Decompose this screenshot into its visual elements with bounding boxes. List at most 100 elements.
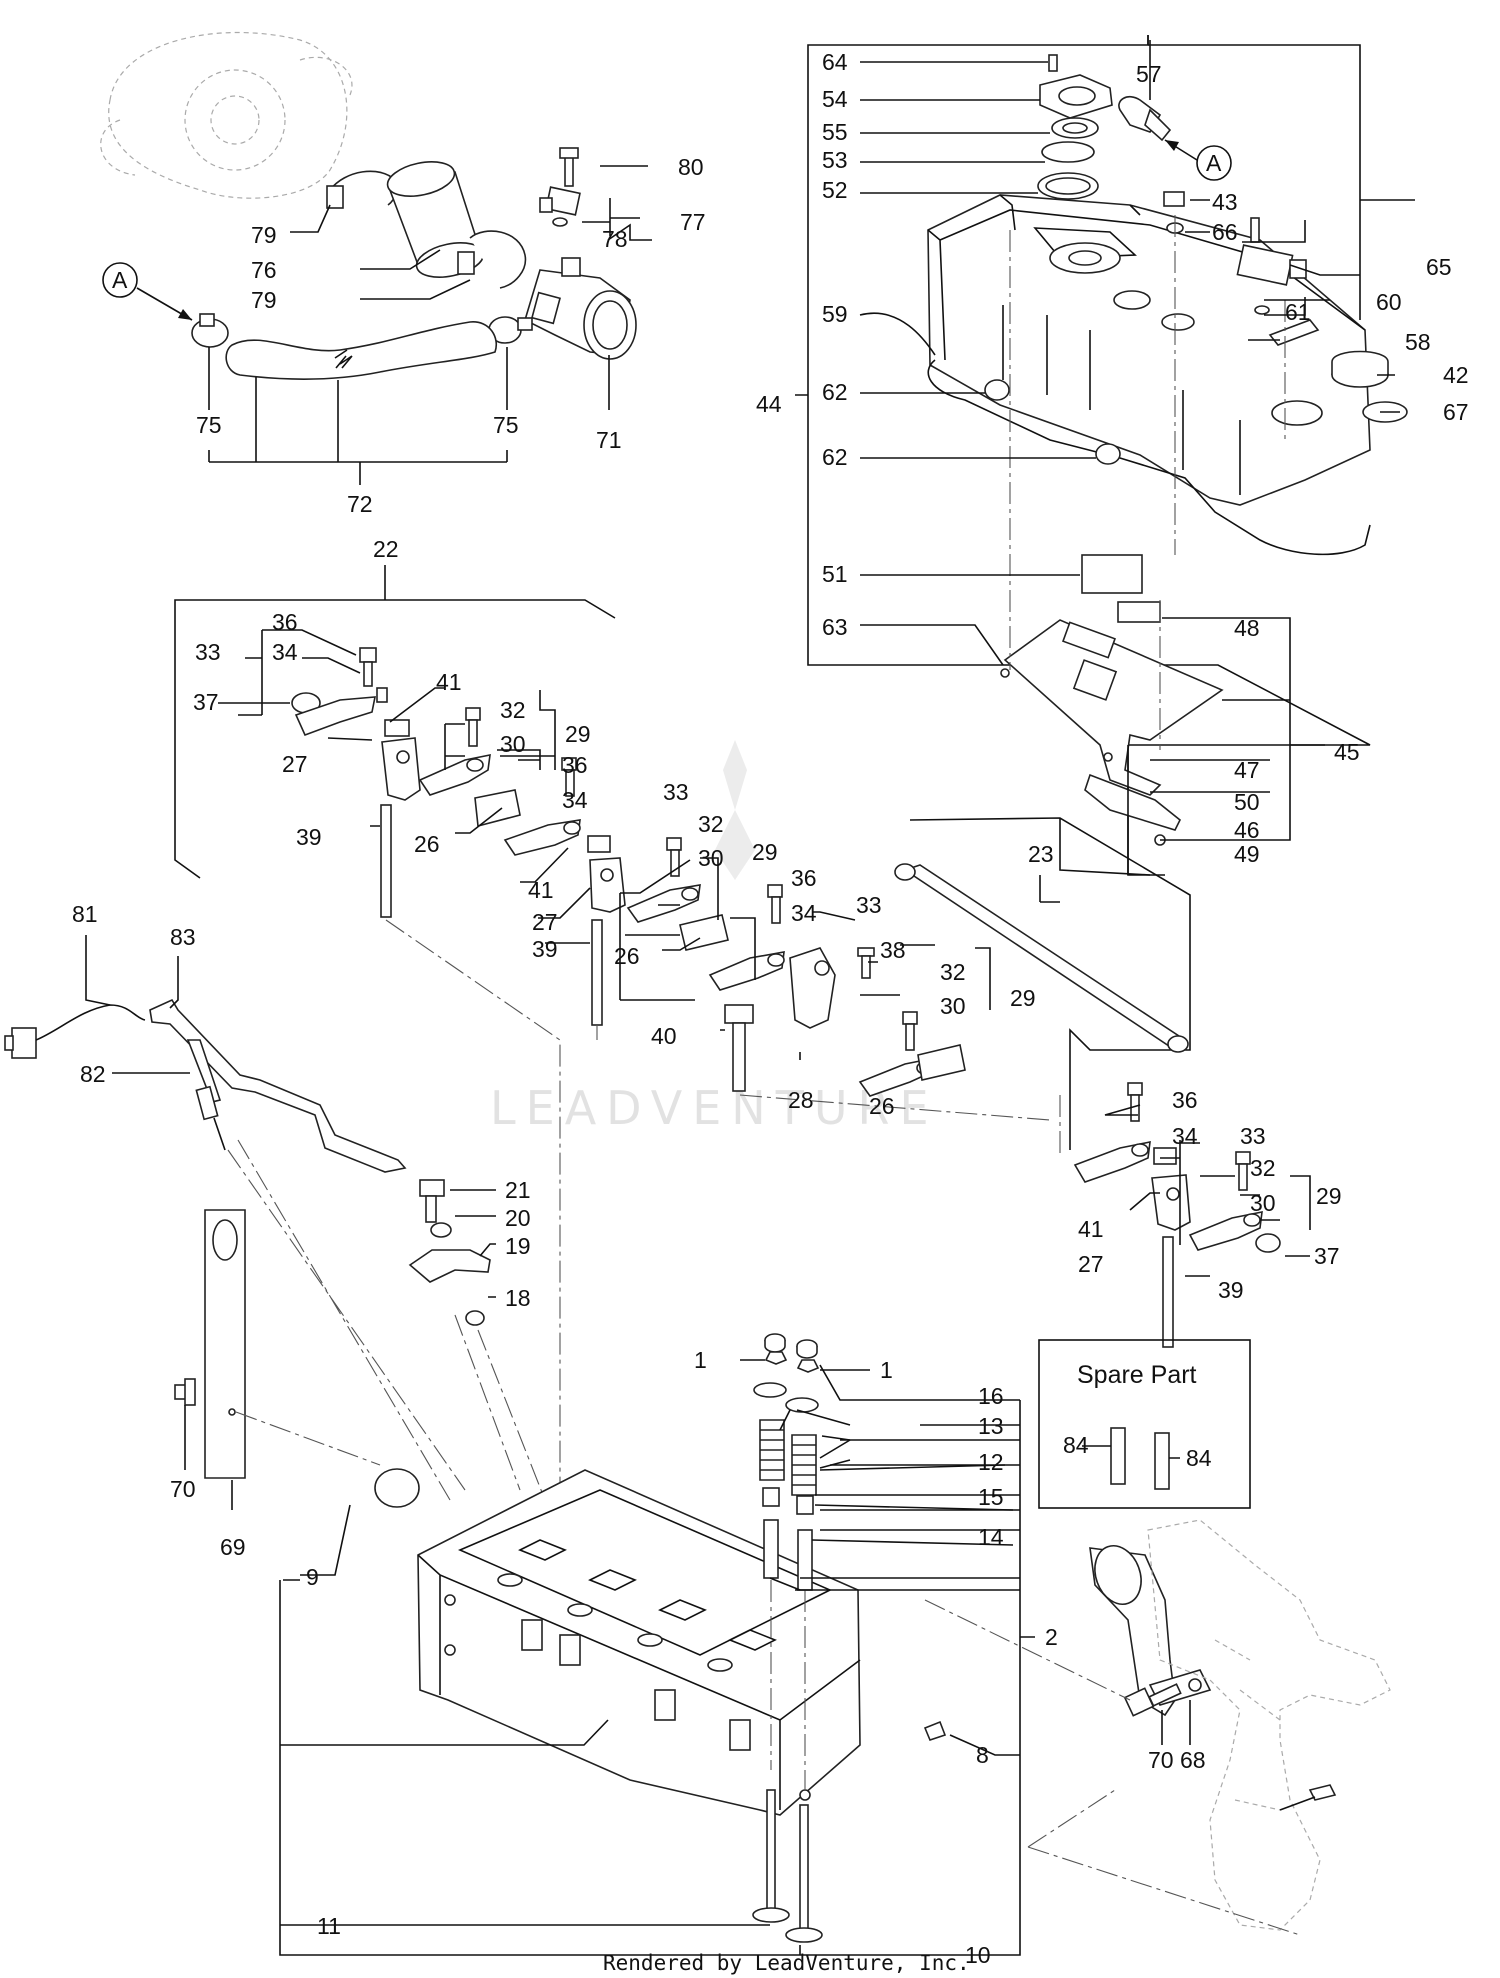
- label-29-c: 29: [1010, 985, 1036, 1011]
- sensor-77: [539, 147, 581, 227]
- spring-26-a: [474, 789, 521, 828]
- label-32-c: 32: [940, 959, 966, 985]
- label-27-c: 27: [1078, 1251, 1104, 1277]
- label-26-c: 26: [869, 1093, 895, 1119]
- rocker-support-27-b: [587, 835, 626, 913]
- label-36-d: 36: [1172, 1087, 1198, 1113]
- label-80: 80: [678, 154, 704, 180]
- sensor-60: [1236, 217, 1307, 315]
- label-53: 53: [822, 147, 848, 173]
- label-45: 45: [1334, 739, 1360, 765]
- valve-cover-labels: 64 54 55 53 52 57 43 66 65 60 61 58 42 6…: [756, 49, 1469, 867]
- valve-10: [785, 1804, 823, 1943]
- label-18: 18: [505, 1285, 531, 1311]
- spring-26-c: [917, 1044, 966, 1081]
- seal-18: [465, 1310, 485, 1326]
- label-82: 82: [80, 1061, 106, 1087]
- plug-8: [923, 1720, 947, 1741]
- label-34-c: 34: [791, 900, 817, 926]
- stud-39-b: [591, 919, 603, 1026]
- label-10: 10: [965, 1942, 991, 1968]
- nozzle-holder-bolt-21: [419, 1179, 445, 1223]
- wire-81: [35, 1004, 146, 1041]
- label-22: 22: [373, 536, 399, 562]
- label-42: 42: [1443, 362, 1469, 388]
- label-57: 57: [1136, 61, 1162, 87]
- label-33-a: 33: [195, 639, 221, 665]
- label-52: 52: [822, 177, 848, 203]
- connector-81: [4, 1027, 37, 1059]
- label-30-b: 30: [698, 845, 724, 871]
- callout-a-left-text: A: [112, 267, 128, 293]
- valve-guide-84-b: [1154, 1432, 1170, 1490]
- label-26-a: 26: [414, 831, 440, 857]
- rocker-set-2: [418, 707, 491, 796]
- valve-cover-assembly: A: [795, 35, 1415, 876]
- intake-labels: 80 77 78 79 76 79 75 75 71 72: [196, 154, 706, 517]
- label-32-a: 32: [500, 697, 526, 723]
- intake-pipe-71: [524, 257, 637, 360]
- label-67: 67: [1443, 399, 1469, 425]
- glow-plug-lead-83: [149, 998, 407, 1173]
- cover-gasket-59: [927, 359, 1371, 556]
- glow-plug-harness: [4, 935, 546, 1501]
- label-39-c: 39: [1218, 1277, 1244, 1303]
- block-51: [1081, 554, 1143, 594]
- label-30-c: 30: [940, 993, 966, 1019]
- hanger-labels: 70 69: [170, 1476, 246, 1560]
- label-84-right: 84: [1186, 1445, 1212, 1471]
- spare-part-box: Spare Part: [1038, 1339, 1251, 1509]
- pad-48: [1117, 601, 1161, 623]
- label-33-d: 33: [1240, 1123, 1266, 1149]
- label-23: 23: [1028, 841, 1054, 867]
- label-66: 66: [1212, 219, 1238, 245]
- rocker-support-27-c: [1151, 1147, 1191, 1231]
- rocker-set-1: [291, 647, 388, 737]
- label-19: 19: [505, 1233, 531, 1259]
- rocker-set-4: [626, 837, 701, 923]
- stud-39-c: [1162, 1236, 1174, 1348]
- label-68: 68: [1180, 1747, 1206, 1773]
- label-50: 50: [1234, 789, 1260, 815]
- label-60: 60: [1376, 289, 1402, 315]
- spring-26-b: [679, 914, 729, 951]
- bolt-70-right: [1123, 1683, 1182, 1717]
- label-59: 59: [822, 301, 848, 327]
- label-70-left: 70: [170, 1476, 196, 1502]
- rocker-set-7: [1073, 1082, 1151, 1183]
- label-20: 20: [505, 1205, 531, 1231]
- label-69: 69: [220, 1534, 246, 1560]
- label-29-d: 29: [1316, 1183, 1342, 1209]
- callout-a-left: A: [102, 262, 193, 321]
- label-1-right: 1: [880, 1357, 893, 1383]
- hose-clamp-75-left: [191, 313, 229, 348]
- label-72: 72: [347, 491, 373, 517]
- hose-clamp-79-lower: [457, 230, 527, 289]
- rocker-shaft-23: [894, 863, 1189, 1053]
- label-34-b: 34: [562, 787, 588, 813]
- valve-springs-stack: [753, 1333, 820, 1591]
- label-75-left: 75: [196, 412, 222, 438]
- rocker-support-28: [789, 947, 836, 1029]
- washer-20: [430, 1222, 452, 1238]
- label-62-lower: 62: [822, 444, 848, 470]
- label-79-top: 79: [251, 222, 277, 248]
- label-8: 8: [976, 1742, 989, 1768]
- footer-credit: Rendered by LeadVenture, Inc.: [603, 1951, 970, 1975]
- rocker-set-3: [503, 757, 581, 856]
- plug-58: [1268, 319, 1320, 346]
- harness-labels: 81 83 82 21 20 19 18: [72, 901, 531, 1311]
- valve-guide-84-a: [1110, 1427, 1126, 1485]
- label-43: 43: [1212, 189, 1238, 215]
- intake-assembly: A: [100, 31, 652, 485]
- label-61: 61: [1285, 299, 1311, 325]
- label-9: 9: [306, 1564, 319, 1590]
- engine-hanger-69: [204, 1209, 381, 1479]
- label-71: 71: [596, 427, 622, 453]
- label-27-a: 27: [282, 751, 308, 777]
- label-40: 40: [651, 1023, 677, 1049]
- label-58: 58: [1405, 329, 1431, 355]
- label-11: 11: [317, 1913, 341, 1939]
- label-34-a: 34: [272, 639, 298, 665]
